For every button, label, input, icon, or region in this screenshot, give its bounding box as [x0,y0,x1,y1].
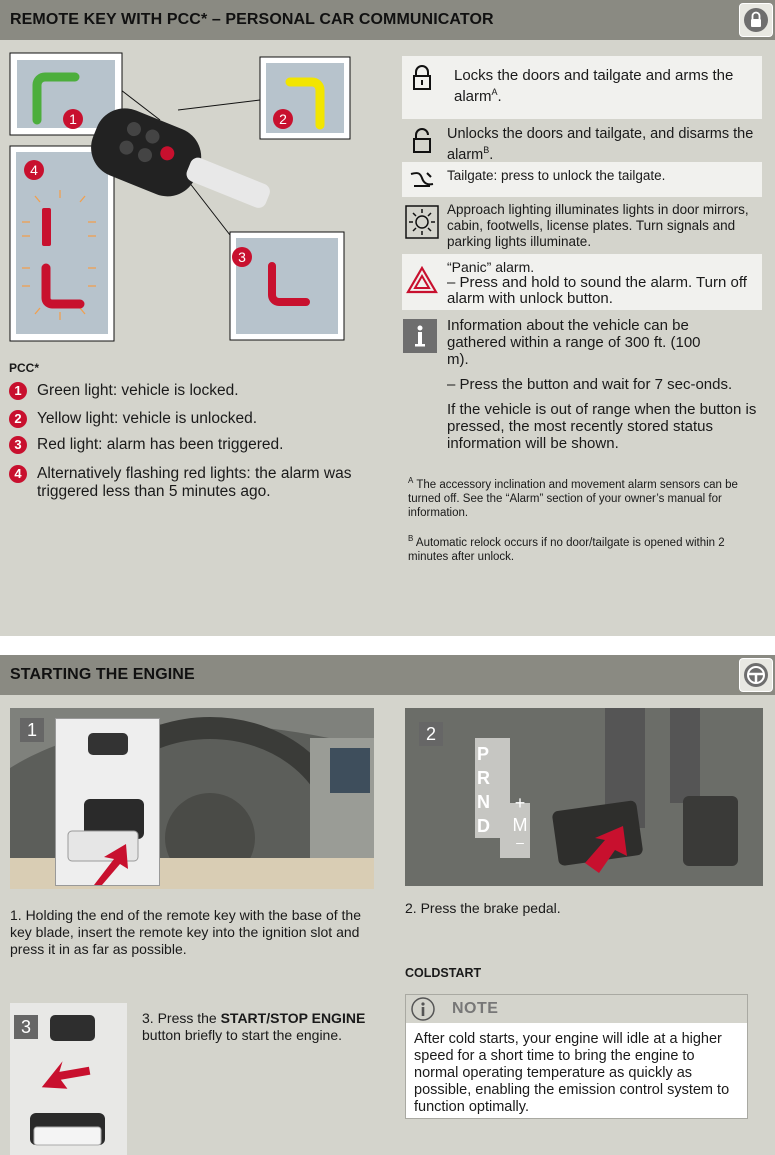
function-text: – Press the button and wait for 7 sec-on… [447,376,733,393]
steering-wheel-icon [739,658,773,692]
footnote-a: A The accessory inclination and movement… [408,476,738,519]
panic-warning-icon [404,262,440,298]
pcc-number-badge: 2 [9,410,27,428]
section-divider [0,636,775,655]
step1-text: 1. Holding the end of the remote key wit… [10,907,361,957]
function-row-unlock: Unlocks the doors and tailgate, and disa… [402,121,762,163]
manual-mode: + M – [509,792,531,850]
function-row-info: Information about the vehicle can be gat… [402,312,762,464]
footnote-b: B Automatic relock occurs if no door/tai… [408,534,725,563]
callout-1: 1 [63,109,83,129]
gear-d: D [477,816,490,836]
note-header: NOTE [406,995,747,1023]
gear-minus: – [516,834,524,850]
pcc-number-badge: 3 [9,436,27,454]
function-text: – Press and hold to sound the alarm. Tur… [447,274,747,307]
pcc-number-badge: 4 [9,465,27,483]
step3-text: 3. Press the START/STOP ENGINE button br… [142,1010,366,1043]
function-text: Unlocks the doors and tailgate, and disa… [447,126,754,163]
approach-light-icon [404,204,440,240]
ignition-inset [55,718,160,886]
function-row-approach-light: Approach lighting illuminates lights in … [402,198,762,253]
function-text: If the vehicle is out of range when the … [447,401,757,452]
pcc-number-badge: 1 [9,382,27,400]
step1-photo: 1 [10,708,374,889]
function-text: Tailgate: press to unlock the tailgate. [447,168,666,183]
function-row-lock: Locks the doors and tailgate and arms th… [402,56,762,119]
info-icon [402,318,438,354]
step2-photo: P R N D + M – 2 [405,708,763,886]
note-text: After cold starts, your engine will idle… [414,1031,730,1115]
lock-icon [739,3,773,37]
lock-closed-icon [404,60,440,96]
step2-text: 2. Press the brake pedal. [405,900,561,916]
function-text: Locks the doors and tailgate and arms th… [454,67,734,105]
section-title: STARTING THE ENGINE [10,666,195,683]
gear-r: R [477,768,490,788]
callout-4: 4 [24,160,44,180]
lock-open-icon [404,123,440,159]
tailgate-icon [404,162,440,198]
remote-key-figure: 1 2 4 3 [0,40,400,345]
gear-m: M [512,815,528,835]
step-number: 3 [14,1015,38,1039]
section-header-starting-engine: STARTING THE ENGINE [0,655,775,695]
gear-selector: P R N D [477,742,490,838]
gear-p: P [477,744,490,764]
section-title: REMOTE KEY WITH PCC* – PERSONAL CAR COMM… [10,11,494,28]
function-text: “Panic” alarm. [447,259,535,275]
function-text: Information about the vehicle can be gat… [447,317,701,368]
coldstart-label: COLDSTART [405,966,482,980]
function-row-panic: “Panic” alarm. – Press and hold to sound… [402,254,762,310]
note-title: NOTE [452,1000,499,1017]
function-text: Approach lighting illuminates lights in … [447,202,749,249]
function-row-tailgate: Tailgate: press to unlock the tailgate. [402,162,762,197]
gear-plus: + [514,793,526,813]
gear-n: N [477,792,490,812]
pcc-label: PCC* [9,361,40,375]
step-number: 1 [20,718,44,742]
note-box: NOTE After cold starts, your engine will… [405,994,748,1119]
section-header-remote-key: REMOTE KEY WITH PCC* – PERSONAL CAR COMM… [0,0,775,40]
info-icon [409,996,437,1027]
callout-2: 2 [273,109,293,129]
step3-photo: 3 [10,1003,127,1155]
step-number: 2 [419,722,443,746]
callout-3: 3 [232,247,252,267]
